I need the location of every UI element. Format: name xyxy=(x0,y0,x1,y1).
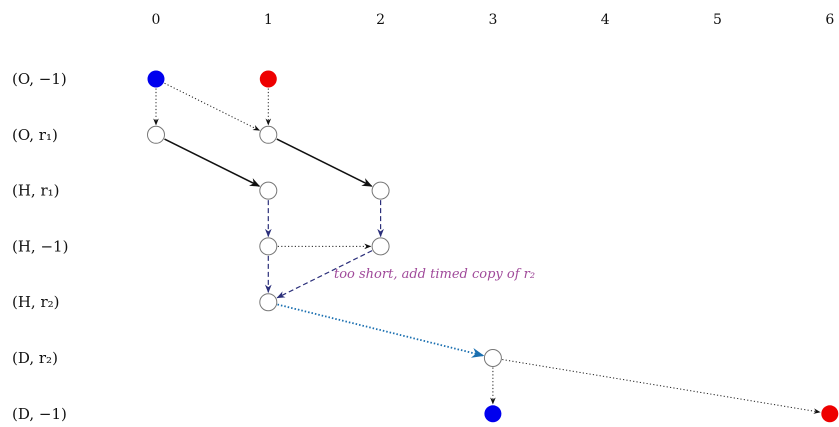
edges xyxy=(153,82,821,414)
row-label-3: (H, −1) xyxy=(12,237,68,255)
edge-n4-n6 xyxy=(276,138,373,187)
node-n10 xyxy=(483,349,502,367)
edge-n1-n4 xyxy=(164,82,260,131)
edge-n8-n9 xyxy=(276,250,373,299)
row-label-1: (O, r₁) xyxy=(12,126,58,144)
row-label-0: (O, −1) xyxy=(12,70,67,88)
column-label-5: 5 xyxy=(713,12,722,28)
row-label-5: (D, r₂) xyxy=(12,349,58,367)
node-n5 xyxy=(259,181,278,200)
node-n3 xyxy=(147,125,165,144)
edge-n9-n10 xyxy=(277,303,485,358)
column-label-6: 6 xyxy=(825,12,834,28)
node-n2 xyxy=(259,70,277,88)
nodes xyxy=(147,70,839,423)
node-n6 xyxy=(371,181,390,200)
node-n4 xyxy=(259,125,278,144)
row-label-2: (H, r₁) xyxy=(12,182,60,200)
edge-n3-n5 xyxy=(164,138,261,187)
column-label-1: 1 xyxy=(264,12,273,28)
edge-n10-n12 xyxy=(502,359,821,414)
annotation-too-short: too short, add timed copy of r₂ xyxy=(334,267,535,282)
column-label-2: 2 xyxy=(376,12,385,28)
node-n9 xyxy=(259,293,278,312)
node-n12 xyxy=(821,405,839,423)
node-n1 xyxy=(147,70,165,88)
row-labels: (O, −1) (O, r₁) (H, r₁) (H, −1) (H, r₂) (D, r… xyxy=(12,70,68,423)
node-n8 xyxy=(371,237,390,256)
node-n11 xyxy=(484,405,502,423)
node-n7 xyxy=(259,237,278,256)
row-label-6: (D, −1) xyxy=(12,405,67,423)
column-label-3: 3 xyxy=(488,12,497,28)
column-label-0: 0 xyxy=(152,12,161,28)
row-label-4: (H, r₂) xyxy=(12,293,60,311)
column-label-4: 4 xyxy=(601,12,610,28)
column-labels: 0 1 2 3 4 5 6 xyxy=(152,12,835,28)
